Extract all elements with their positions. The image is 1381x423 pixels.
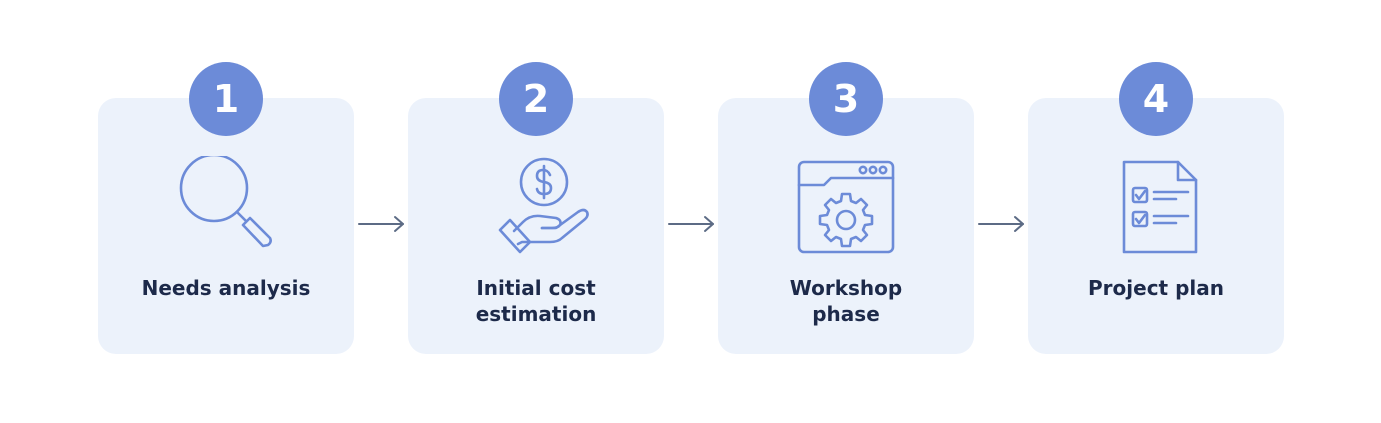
step-label-3: Workshop phase bbox=[728, 275, 964, 327]
step-label-3-line1: Workshop bbox=[789, 276, 903, 300]
step-label-1: Needs analysis bbox=[108, 275, 344, 301]
checklist-document-icon bbox=[1122, 160, 1198, 254]
step-label-2-line1: Initial cost bbox=[476, 276, 596, 300]
step-label-2-line2: estimation bbox=[475, 302, 597, 326]
step-card-2: Initial cost estimation bbox=[408, 98, 664, 354]
arrow-right-icon bbox=[358, 216, 404, 232]
hand-coin-icon bbox=[498, 157, 589, 254]
step-label-4-line1: Project plan bbox=[1088, 276, 1224, 300]
step-label-3-line2: phase bbox=[812, 302, 880, 326]
magnifier-icon bbox=[179, 156, 272, 248]
step-label-2: Initial cost estimation bbox=[418, 275, 654, 327]
step-card-4: Project plan bbox=[1028, 98, 1284, 354]
arrow-right-icon bbox=[978, 216, 1024, 232]
browser-gear-icon bbox=[797, 160, 895, 254]
step-number-badge-2: 2 bbox=[499, 62, 573, 136]
step-number-badge-1: 1 bbox=[189, 62, 263, 136]
arrow-right-icon bbox=[668, 216, 714, 232]
step-card-1: Needs analysis bbox=[98, 98, 354, 354]
step-number-badge-4: 4 bbox=[1119, 62, 1193, 136]
step-card-3: Workshop phase bbox=[718, 98, 974, 354]
step-number-badge-3: 3 bbox=[809, 62, 883, 136]
step-label-1-line1: Needs analysis bbox=[141, 276, 311, 300]
step-label-4: Project plan bbox=[1038, 275, 1274, 301]
